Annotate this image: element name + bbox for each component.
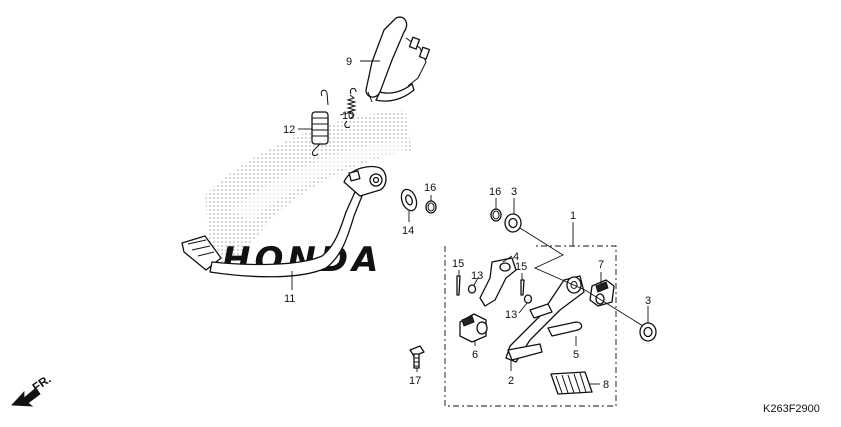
callout-4: 4 [513,251,519,263]
part-10-spring [344,87,357,128]
callout-14: 14 [402,225,414,237]
callout-11: 11 [284,293,295,305]
part-14-washer [400,188,418,212]
part-13-washer-right [523,294,533,304]
callout-10: 10 [342,110,354,122]
part-13-washer-left [467,284,477,294]
callout-8: 8 [603,379,609,391]
part-15-pin-right [520,279,525,296]
part-2-shift-pedal [505,275,585,363]
part-4-shift-arm [479,257,517,307]
callout-15a: 15 [452,258,464,270]
callout-3b: 3 [645,295,651,307]
callout-3a: 3 [511,186,517,198]
part-15-pin-left [456,275,461,296]
wing-logo-band [232,140,405,222]
front-arrow-icon [11,387,41,407]
part-9-stop-switch [365,16,431,103]
assembly-1-outline [444,245,617,407]
part-5-rod [547,321,583,337]
callout-6: 6 [472,349,478,361]
part-12-spring [311,89,329,157]
front-direction-indicator: FR. [11,372,54,407]
part-6-joint [459,313,488,343]
callout-2: 2 [508,375,514,387]
callout-16a: 16 [424,182,436,194]
diagram-code: K263F2900 [763,403,820,415]
honda-watermark: HONDA [205,110,412,280]
callout-17: 17 [409,375,421,387]
part-11-brake-pedal [181,165,387,278]
callout-9: 9 [346,56,352,68]
part-17-bolt [409,345,425,369]
callout-16b: 16 [489,186,501,198]
part-3-washer-right [639,322,657,342]
callout-12: 12 [283,124,295,136]
callout-labels: 9 10 12 11 14 16 16 3 1 4 15 13 15 13 7 … [283,56,651,391]
part-3-washer-top [504,213,522,233]
leader-lines [291,60,649,385]
callout-1: 1 [570,210,576,222]
shaft-axis-line [519,227,644,327]
part-16-clip-right [490,208,502,222]
part-16-clip-left [425,200,437,214]
callout-13a: 13 [471,270,483,282]
part-7-joint [589,279,615,307]
callout-7: 7 [598,259,604,271]
callout-5: 5 [573,349,579,361]
callout-13b: 13 [505,309,517,321]
callout-15b: 15 [515,261,527,273]
part-8-pedal-rubber [550,371,593,395]
